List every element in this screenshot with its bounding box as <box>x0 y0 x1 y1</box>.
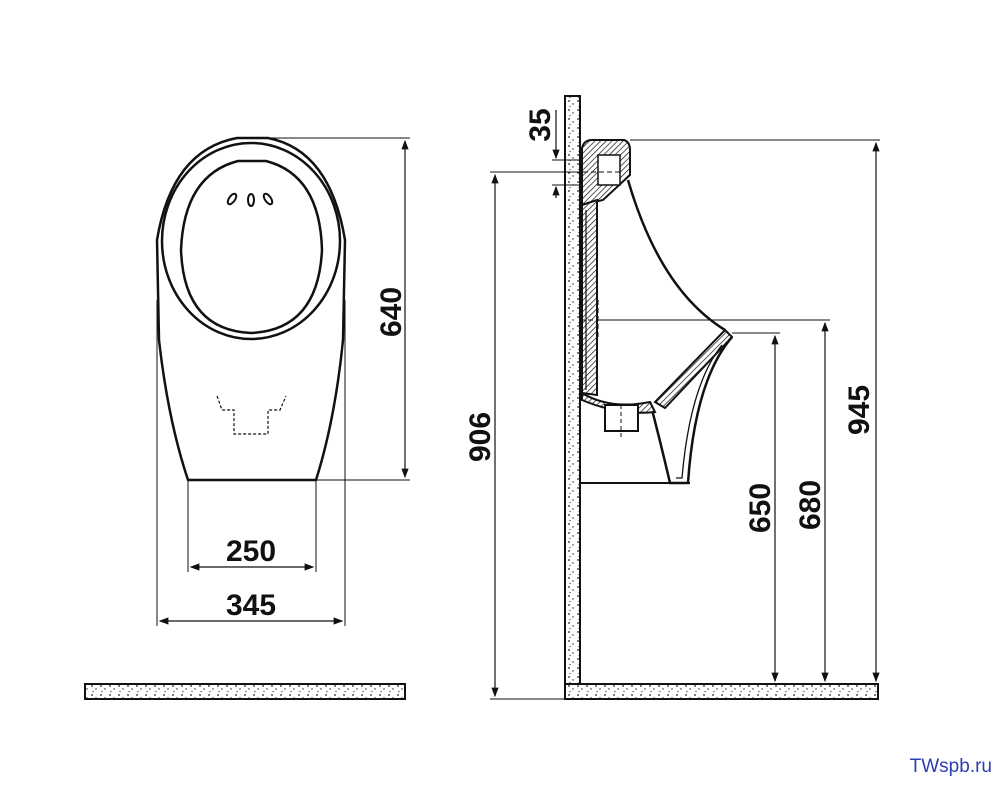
front-view <box>84 136 410 700</box>
watermark: TWspb.ru <box>909 756 992 777</box>
dim-640: 640 <box>375 287 408 337</box>
dim-35: 35 <box>524 108 557 141</box>
hidden-outlet <box>216 395 287 435</box>
wall <box>564 95 581 700</box>
dim-345: 345 <box>226 589 276 622</box>
front-rim <box>160 141 342 341</box>
flush-hole <box>247 193 255 207</box>
side-floor-slab <box>564 683 879 700</box>
dim-906: 906 <box>464 412 497 462</box>
dim-680: 680 <box>794 480 827 530</box>
side-view <box>490 95 880 700</box>
dim-650: 650 <box>744 483 777 533</box>
front-bowl-opening <box>179 159 324 335</box>
flush-hole <box>262 192 274 206</box>
front-floor-slab <box>84 683 406 700</box>
dim-945: 945 <box>843 385 876 435</box>
dim-250: 250 <box>226 535 276 568</box>
flush-hole <box>226 192 238 206</box>
front-outer-body <box>155 136 347 482</box>
